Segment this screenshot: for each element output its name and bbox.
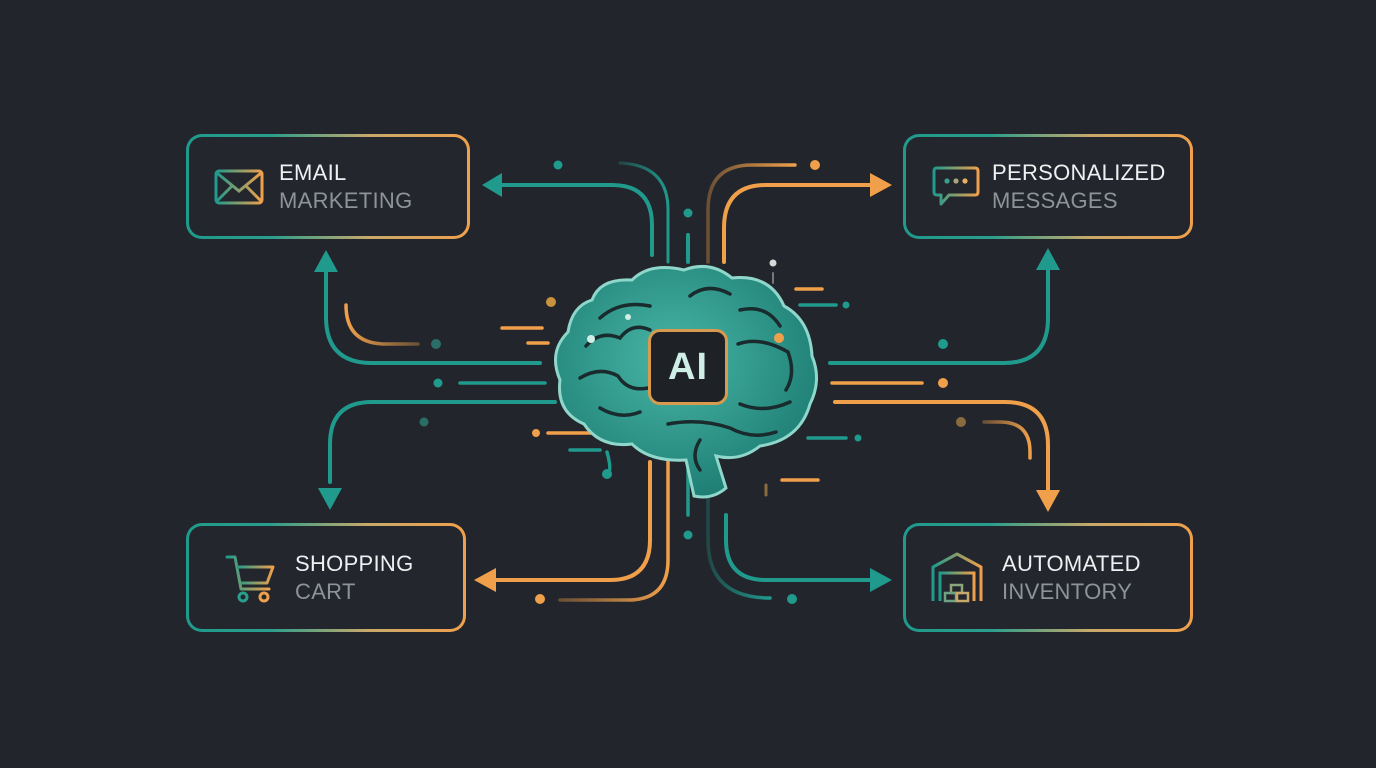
node-automated-inventory[interactable]: AUTOMATED INVENTORY [903, 523, 1193, 632]
node-subtitle: MARKETING [279, 187, 413, 213]
arrow-left-icon [482, 173, 502, 197]
arrow-up-icon [314, 250, 338, 272]
node-title: AUTOMATED [1002, 550, 1141, 576]
connector-ai-to-inventory [833, 400, 1050, 492]
node-shopping-cart[interactable]: SHOPPING CART [186, 523, 466, 632]
arrow-left-icon [474, 568, 496, 592]
node-email-marketing[interactable]: EMAIL MARKETING [186, 134, 470, 239]
node-personalized-messages[interactable]: PERSONALIZED MESSAGES [903, 134, 1193, 239]
connector-ai-to-email [498, 183, 654, 257]
node-title: SHOPPING [295, 550, 414, 576]
warehouse-icon [930, 550, 984, 606]
connector-to-cart-down [328, 400, 557, 484]
ai-label: AI [668, 345, 708, 388]
connector-to-email-up [324, 268, 542, 365]
node-subtitle: CART [295, 578, 356, 604]
shopping-cart-icon [223, 550, 277, 606]
arrow-right-icon [870, 568, 892, 592]
connector-ai-to-messages [722, 183, 874, 264]
arrow-down-icon [1036, 490, 1060, 512]
node-subtitle: MESSAGES [992, 187, 1118, 213]
chat-bubble-icon [930, 161, 982, 213]
envelope-icon [213, 161, 265, 213]
arrow-up-icon [1036, 248, 1060, 270]
connector-ai-to-inventory-teal [724, 513, 872, 582]
arrow-right-icon [870, 173, 892, 197]
node-title: PERSONALIZED [992, 159, 1166, 185]
connector-ai-to-cart [494, 460, 652, 582]
ai-center-badge: AI [648, 329, 728, 405]
connector-to-messages-up [828, 268, 1050, 365]
arrow-down-icon [318, 488, 342, 510]
node-title: EMAIL [279, 159, 347, 185]
node-subtitle: INVENTORY [1002, 578, 1133, 604]
